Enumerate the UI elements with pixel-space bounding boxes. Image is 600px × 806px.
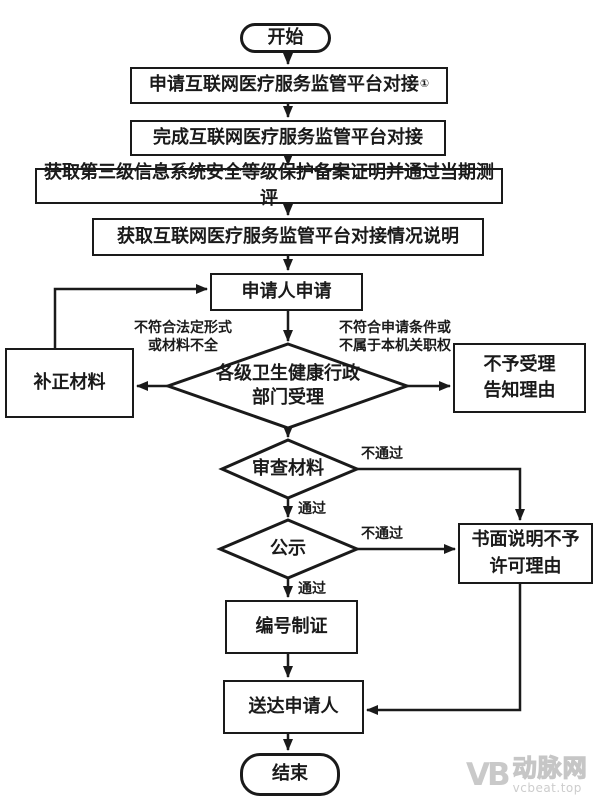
review-diamond <box>218 438 361 500</box>
security-cert-step: 获取第三级信息系统安全等级保护备案证明并通过当期测评 <box>35 162 503 209</box>
edge-label-publicity-fail: 不通过 <box>361 526 403 542</box>
edge-label-review-fail: 不通过 <box>361 446 403 462</box>
vcbeat-logo-icon: VB <box>466 756 511 793</box>
review-label: 审查材料 <box>252 457 324 479</box>
edge-written-to-deliver <box>366 584 522 715</box>
end-terminal: 结束 <box>240 753 340 796</box>
supplement-materials-step: 补正材料 <box>5 348 134 418</box>
edge-review-to-written <box>357 467 525 521</box>
publicity-diamond <box>216 518 361 580</box>
start-terminal: 开始 <box>240 23 331 53</box>
apply-platform-label: 申请互联网医疗服务监管平台对接 <box>148 74 419 96</box>
edge-label-review-pass: 通过 <box>298 501 326 517</box>
applicant-apply-step: 申请人申请 <box>210 273 363 311</box>
accept-decision-label: 各级卫生健康行政 部门受理 <box>216 362 360 408</box>
watermark: VB 动脉网 vcbeat.top <box>466 754 588 795</box>
platform-statement-step: 获取互联网医疗服务监管平台对接情况说明 <box>92 218 484 256</box>
written-refusal-step: 书面说明不予 许可理由 <box>458 523 593 584</box>
deliver-step: 送达申请人 <box>223 680 364 734</box>
publicity-label: 公示 <box>270 537 306 559</box>
watermark-domain: vcbeat.top <box>512 781 582 795</box>
footnote-marker: ① <box>419 76 430 90</box>
watermark-brand: 动脉网 <box>512 754 588 782</box>
edge-label-publicity-pass: 通过 <box>298 581 326 597</box>
complete-platform-step: 完成互联网医疗服务监管平台对接 <box>130 120 446 156</box>
edge-supplement-to-applicant <box>53 284 208 348</box>
edge-label-not-conditions: 不符合申请条件或 不属于本机关职权 <box>339 320 451 354</box>
numbering-step: 编号制证 <box>225 600 358 654</box>
accept-decision-diamond <box>163 342 412 430</box>
edge-label-not-legal-form: 不符合法定形式 或材料不全 <box>134 320 232 354</box>
reject-notice-step: 不予受理 告知理由 <box>453 343 586 413</box>
